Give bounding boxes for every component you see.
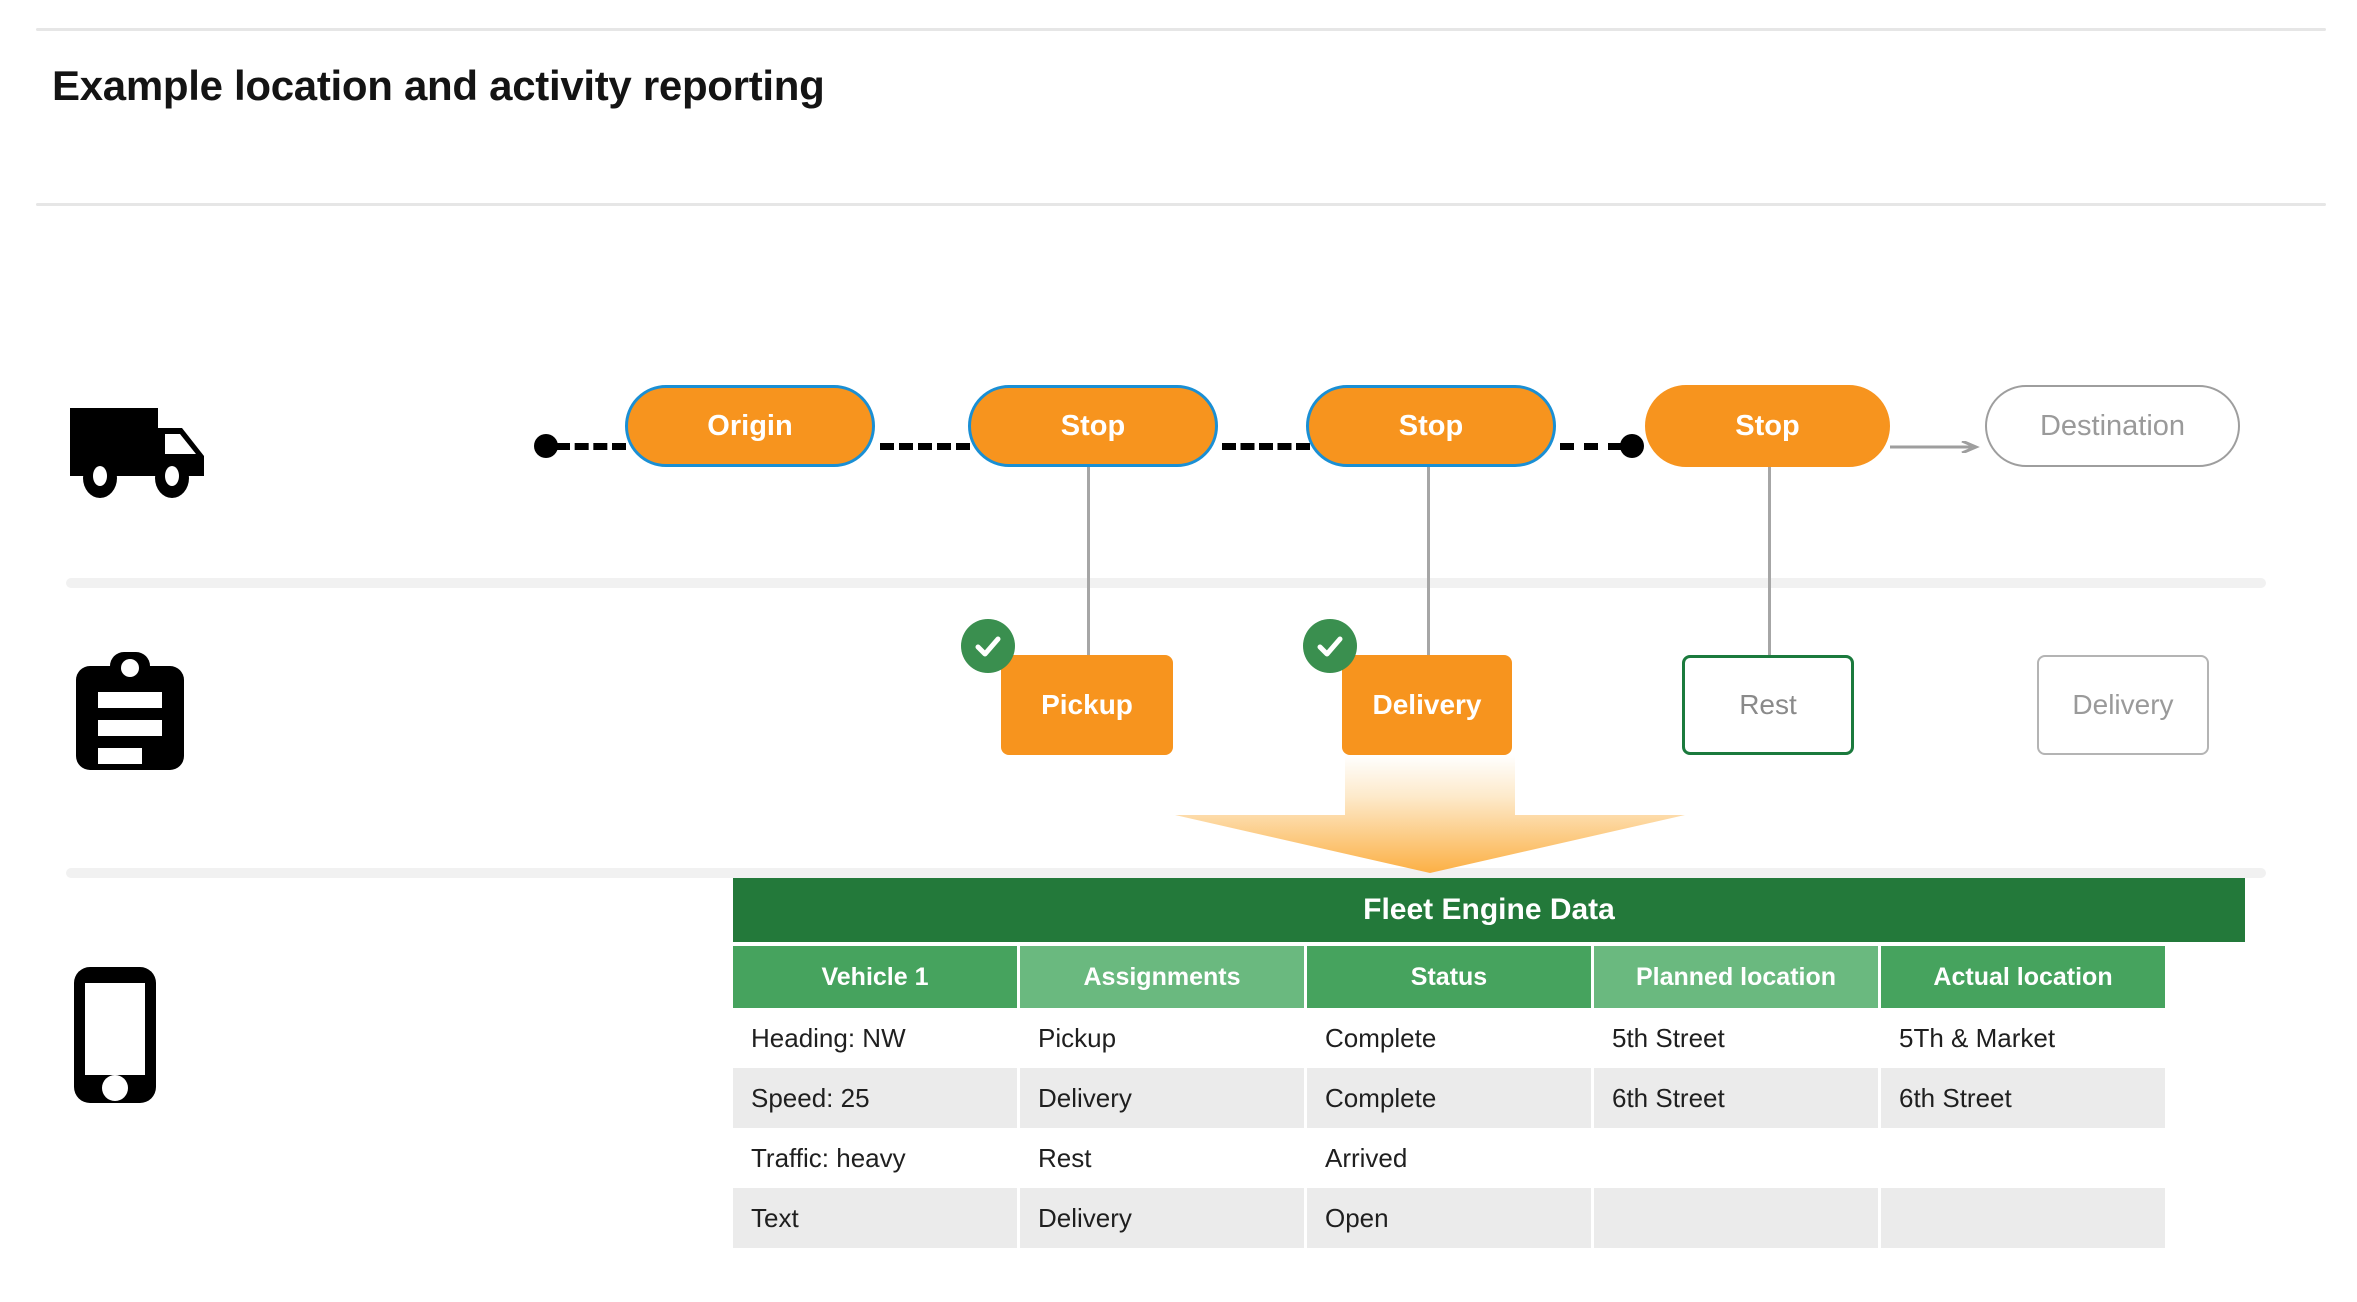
route-mid-dot xyxy=(1620,434,1644,458)
clipboard-icon xyxy=(70,650,190,780)
column-header-planned-location[interactable]: Planned location xyxy=(1594,946,1878,1008)
activity-card-rest[interactable]: Rest xyxy=(1682,655,1854,755)
route-stop-label: Stop xyxy=(1735,409,1800,442)
table-title: Fleet Engine Data xyxy=(733,878,2245,942)
phone-icon xyxy=(70,965,160,1110)
route-stop-2[interactable]: Stop xyxy=(1306,385,1556,467)
route-dash-4 xyxy=(1560,443,1622,450)
check-icon xyxy=(961,619,1015,673)
cell-assignment: Delivery xyxy=(1020,1188,1304,1248)
cell-actual-location xyxy=(1881,1188,2165,1248)
route-stop-label: Origin xyxy=(707,409,793,442)
activity-card-delivery-pending[interactable]: Delivery xyxy=(2037,655,2209,755)
check-icon xyxy=(1303,619,1357,673)
divider-activity-device xyxy=(66,868,2266,878)
cell-vehicle: Heading: NW xyxy=(751,1022,906,1053)
cell-assignment: Rest xyxy=(1038,1142,1092,1173)
activity-label: Pickup xyxy=(1041,689,1133,720)
column-header-assignments[interactable]: Assignments xyxy=(1020,946,1304,1008)
route-arrow-to-destination xyxy=(1890,441,1980,453)
table-header-row: Vehicle 1 Assignments Status Planned loc… xyxy=(733,946,2245,1008)
connector-stop3-rest xyxy=(1768,467,1771,657)
route-stop-label: Stop xyxy=(1060,409,1126,442)
cell-status: Arrived xyxy=(1325,1142,1408,1173)
cell-assignment: Delivery xyxy=(1020,1068,1304,1128)
cell-actual-location: 5Th & Market xyxy=(1899,1022,2056,1053)
page-title: Example location and activity reporting xyxy=(52,62,825,109)
route-stop-1[interactable]: Stop xyxy=(968,385,1218,467)
route-dash-1 xyxy=(556,443,626,450)
route-stop-label: Stop xyxy=(1398,409,1464,442)
table-row: Text Delivery Open xyxy=(733,1188,2245,1248)
table-row: Speed: 25 Delivery Complete 6th Street 6… xyxy=(733,1068,2245,1128)
cell-vehicle: Text xyxy=(733,1188,1017,1248)
cell-planned-location: 6th Street xyxy=(1594,1068,1878,1128)
route-dash-2 xyxy=(880,443,970,450)
connector-stop1-pickup xyxy=(1087,467,1090,657)
column-header-actual-location[interactable]: Actual location xyxy=(1881,946,2165,1008)
divider-top xyxy=(36,28,2326,31)
table-row: Traffic: heavy Rest Arrived xyxy=(733,1128,2245,1188)
cell-status: Open xyxy=(1307,1188,1591,1248)
fleet-engine-table: Fleet Engine Data Vehicle 1 Assignments … xyxy=(733,878,2245,1248)
activity-label: Rest xyxy=(1739,689,1797,720)
activity-card-pickup[interactable]: Pickup xyxy=(1001,655,1173,755)
cell-status: Complete xyxy=(1307,1068,1591,1128)
cell-vehicle: Traffic: heavy xyxy=(751,1142,906,1173)
truck-icon xyxy=(70,400,220,505)
connector-stop2-delivery xyxy=(1427,467,1430,657)
route-start-dot xyxy=(534,434,558,458)
activity-label: Delivery xyxy=(2072,689,2174,720)
table-row: Heading: NW Pickup Complete 5th Street 5… xyxy=(733,1008,2245,1068)
cell-assignment: Pickup xyxy=(1038,1022,1117,1053)
cell-vehicle: Speed: 25 xyxy=(733,1068,1017,1128)
cell-planned-location xyxy=(1594,1188,1878,1248)
activity-card-delivery[interactable]: Delivery xyxy=(1342,655,1512,755)
route-dash-3 xyxy=(1222,443,1310,450)
down-arrow-icon xyxy=(1175,755,1685,873)
activity-label: Delivery xyxy=(1372,689,1482,720)
divider-vehicle-activity xyxy=(66,578,2266,588)
cell-status: Complete xyxy=(1325,1022,1437,1053)
cell-planned-location xyxy=(1594,1128,1878,1188)
route-destination[interactable]: Destination xyxy=(1985,385,2240,467)
column-header-status[interactable]: Status xyxy=(1307,946,1591,1008)
route-stop-origin[interactable]: Origin xyxy=(625,385,875,467)
cell-planned-location: 5th Street xyxy=(1612,1022,1725,1053)
divider-under-title xyxy=(36,203,2326,206)
route-stop-3[interactable]: Stop xyxy=(1645,385,1890,467)
column-header-vehicle[interactable]: Vehicle 1 xyxy=(733,946,1017,1008)
cell-actual-location xyxy=(1881,1128,2165,1188)
cell-actual-location: 6th Street xyxy=(1881,1068,2165,1128)
route-stop-label: Destination xyxy=(2039,409,2186,442)
